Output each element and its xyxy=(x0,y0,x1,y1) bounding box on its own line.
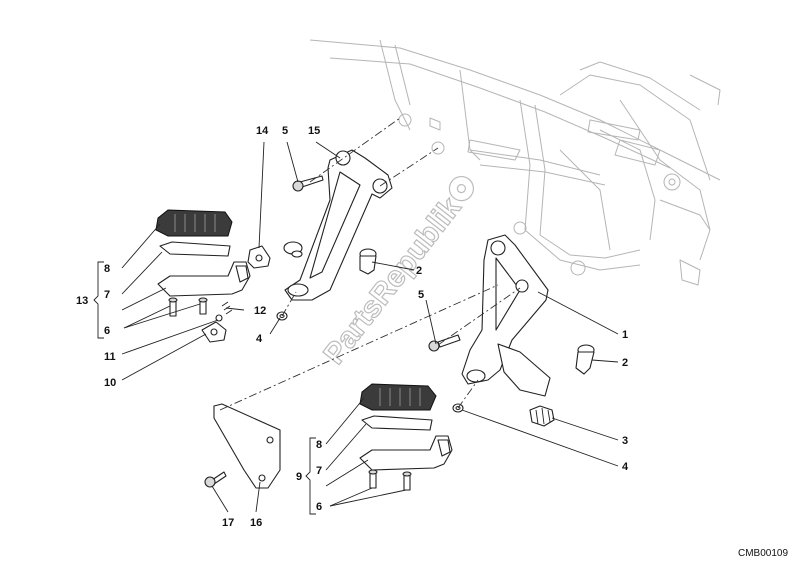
callout-7-rear: 7 xyxy=(316,465,322,477)
rear-footpeg-screws xyxy=(368,469,412,491)
rear-footpeg-body xyxy=(359,435,453,471)
callout-8-rear: 8 xyxy=(316,439,322,451)
motorcycle-frame xyxy=(309,39,721,286)
front-ball xyxy=(215,314,223,322)
callout-6-rear: 6 xyxy=(316,501,322,513)
front-footpeg-body xyxy=(157,261,251,297)
callout-13: 13 xyxy=(76,295,88,307)
callout-6-front: 6 xyxy=(104,325,110,337)
callout-12: 12 xyxy=(254,305,266,317)
leader-lines xyxy=(93,141,619,515)
heel-guard xyxy=(213,403,281,489)
callout-15: 15 xyxy=(308,125,320,137)
callout-9: 9 xyxy=(296,471,302,483)
callout-16: 16 xyxy=(250,517,262,529)
front-footpeg-screws xyxy=(168,297,208,317)
callout-17: 17 xyxy=(222,517,234,529)
assembly-lines xyxy=(219,117,521,411)
plate-14 xyxy=(247,245,271,269)
heel-guard-screw xyxy=(204,471,227,488)
front-footpeg-plate xyxy=(159,241,231,257)
gear-icon xyxy=(448,175,475,202)
rear-spring xyxy=(529,405,555,427)
rear-footpeg-rubber xyxy=(359,383,437,411)
front-footpeg-rubber xyxy=(155,209,233,237)
rear-footpeg-bracket xyxy=(461,234,551,397)
callout-3: 3 xyxy=(622,435,628,447)
callout-labels: 14 5 15 2 12 4 8 7 13 6 11 10 5 1 2 3 4 … xyxy=(76,125,629,529)
callout-5-upper: 5 xyxy=(282,125,288,137)
rear-footpeg-plate xyxy=(361,415,433,431)
callout-4-lower: 4 xyxy=(622,461,629,473)
rear-footpeg-pin xyxy=(575,344,595,375)
front-footpeg-pin xyxy=(359,248,377,275)
diagram-code: CMB00109 xyxy=(738,548,788,559)
callout-2-lower: 2 xyxy=(622,357,628,369)
callout-5-lower: 5 xyxy=(418,289,424,301)
callout-1: 1 xyxy=(622,329,628,341)
front-bracket-bolt xyxy=(292,175,324,192)
callout-7-front: 7 xyxy=(104,289,110,301)
front-detent-plate xyxy=(201,321,227,343)
callout-8-front: 8 xyxy=(104,263,110,275)
callout-4-upper: 4 xyxy=(256,333,263,345)
callout-14: 14 xyxy=(256,125,269,137)
front-footpeg-bracket xyxy=(283,149,393,301)
callout-11: 11 xyxy=(104,351,116,363)
callout-2-upper: 2 xyxy=(416,265,422,277)
rear-bracket-bolt xyxy=(428,334,461,352)
callout-10: 10 xyxy=(104,377,116,389)
